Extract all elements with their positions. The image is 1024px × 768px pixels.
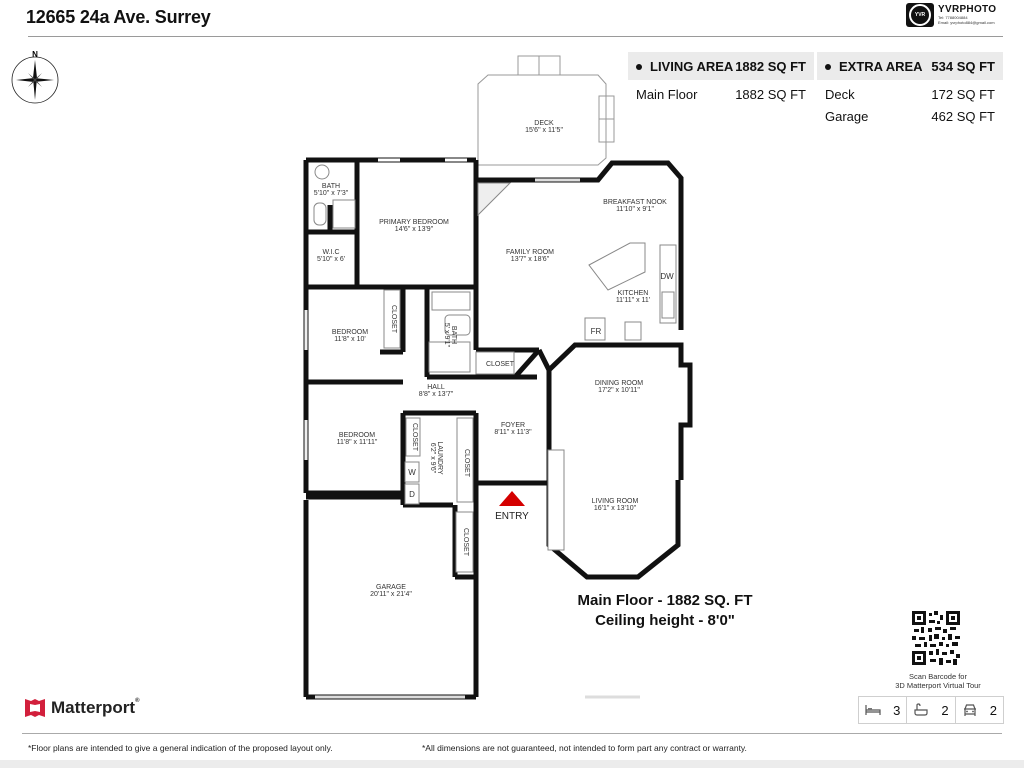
room-dims-dining-room: 17'2" x 10'11" [598, 387, 640, 394]
row-value: 462 SQ FT [931, 108, 995, 124]
extra-area-label: EXTRA AREA [839, 58, 923, 74]
bullet-icon [636, 64, 642, 71]
bullet-icon [825, 64, 831, 71]
matterport-logo-icon [25, 699, 45, 717]
room-dims-breakfast-nook: 11'10" x 9'1" [616, 206, 654, 213]
disclaimer-dimensions: *All dimensions are not guaranteed, not … [422, 743, 747, 753]
room-label-family-room: FAMILY ROOM [506, 249, 554, 256]
room-label-dining-room: DINING ROOM [595, 380, 643, 387]
room-dims-laundry: 6'2" x 9'6" [429, 443, 436, 474]
closet-label: CLOSET [462, 528, 469, 557]
row-name: Deck [825, 86, 855, 102]
parking-count: 2 [989, 702, 997, 718]
extra-area-row: Deck 172 SQ FT [817, 83, 1003, 105]
header-divider [28, 36, 1003, 37]
room-dims-bath-2: 5' x 9'1" [443, 323, 450, 348]
room-label-living-room: LIVING ROOM [592, 498, 639, 505]
extra-area-table: EXTRA AREA 534 SQ FT Deck 172 SQ FT Gara… [817, 52, 1003, 127]
living-area-row: Main Floor 1882 SQ FT [628, 83, 814, 105]
room-dims-hall: 8'8" x 13'7" [419, 391, 454, 398]
qr-code[interactable] [912, 611, 960, 665]
floor-caption-ceiling: Ceiling height - 8'0" [595, 612, 735, 629]
room-label-deck: DECK [534, 120, 554, 127]
closet-label: CLOSET [486, 361, 515, 368]
room-label-kitchen: KITCHEN [618, 290, 649, 297]
qr-caption-line1: Scan Barcode for [909, 672, 967, 681]
stat-bedrooms: 3 [859, 697, 908, 723]
closet-label: CLOSET [411, 423, 418, 452]
row-name: Garage [825, 108, 869, 124]
photographer-brand: YVR YVRPHOTO Tel: 7788004884 Email: yvrp… [906, 3, 996, 27]
room-label-primary-bedroom: PRIMARY BEDROOM [379, 219, 449, 226]
living-area-header: LIVING AREA 1882 SQ FT [628, 52, 814, 80]
room-dims-foyer: 8'11" x 11'3" [494, 429, 532, 436]
bed-icon [865, 705, 881, 715]
room-label-bedroom-2: BEDROOM [339, 432, 375, 439]
matterport-brand-name: Matterport® [51, 698, 140, 717]
row-value: 1882 SQ FT [735, 86, 806, 102]
room-label-laundry: LAUNDRY [436, 441, 443, 475]
room-dims-living-room: 16'1" x 13'10" [594, 505, 637, 512]
room-dims-bath: 5'10" x 7'3" [314, 190, 349, 197]
brand-tel: Tel: 7788004884 [938, 15, 968, 20]
living-area-total: 1882 SQ FT [735, 58, 806, 74]
brand-email: Email: yvrphoto884@gmail.com [938, 20, 995, 25]
living-area-table: LIVING AREA 1882 SQ FT Main Floor 1882 S… [628, 52, 814, 105]
entry-label: ENTRY [495, 511, 529, 522]
room-label-bath: BATH [322, 183, 340, 190]
floor-caption: Main Floor - 1882 SQ. FT Ceiling height … [560, 591, 770, 631]
room-label-bedroom: BEDROOM [332, 329, 368, 336]
room-label-foyer: FOYER [501, 422, 525, 429]
property-stats: 3 2 2 [858, 696, 1004, 724]
room-label-wic: W.I.C [322, 249, 339, 256]
dishwasher-label: DW [660, 272, 674, 281]
room-dims-deck: 15'6" x 11'5" [525, 127, 563, 134]
room-dims-bedroom-2: 11'8" x 11'11" [337, 439, 378, 446]
entry-arrow-icon [499, 491, 525, 506]
row-name: Main Floor [636, 86, 698, 102]
dryer-label: D [409, 490, 415, 499]
bathtub-icon [914, 703, 928, 716]
footer-divider [22, 733, 1002, 734]
car-icon [963, 704, 976, 716]
footer-band [0, 760, 1024, 768]
matterport-text: Matterport [51, 698, 136, 717]
bathroom-count: 2 [941, 702, 949, 718]
fridge-label: FR [591, 327, 602, 336]
room-dims-family-room: 13'7" x 18'6" [511, 256, 550, 263]
qr-caption: Scan Barcode for 3D Matterport Virtual T… [870, 672, 1006, 690]
property-address: 12665 24a Ave. Surrey [26, 7, 211, 27]
row-value: 172 SQ FT [931, 86, 995, 102]
room-dims-garage: 20'11" x 21'4" [370, 591, 412, 598]
room-dims-wic: 5'10" x 6' [317, 256, 345, 263]
qr-caption-line2: 3D Matterport Virtual Tour [895, 681, 981, 690]
room-dims-primary-bedroom: 14'6" x 13'9" [395, 226, 434, 233]
bedroom-count: 3 [893, 702, 901, 718]
extra-area-total: 534 SQ FT [931, 58, 995, 74]
closet-label: CLOSET [463, 449, 470, 478]
room-dims-kitchen: 11'11" x 11' [616, 297, 650, 304]
stat-bathrooms: 2 [907, 697, 956, 723]
washer-label: W [408, 468, 416, 477]
extra-area-row: Garage 462 SQ FT [817, 105, 1003, 127]
living-area-label: LIVING AREA [650, 58, 734, 74]
compass-north-label: N [32, 50, 38, 59]
closet-label: CLOSET [390, 305, 397, 334]
room-label-hall: HALL [427, 384, 445, 391]
brand-name: YVRPHOTO [938, 4, 997, 15]
extra-area-header: EXTRA AREA 534 SQ FT [817, 52, 1003, 80]
room-dims-bedroom: 11'8" x 10' [334, 336, 366, 343]
logo-badge: YVR [909, 4, 931, 26]
room-label-breakfast-nook: BREAKFAST NOOK [603, 199, 667, 206]
disclaimer-layout: *Floor plans are intended to give a gene… [28, 743, 333, 753]
compass-icon: N [11, 50, 59, 104]
floor-caption-area: Main Floor - 1882 SQ. FT [577, 592, 753, 609]
camera-logo-icon: YVR [906, 3, 934, 27]
room-label-bath-2: BATH [450, 326, 457, 344]
stat-parking: 2 [956, 697, 1003, 723]
matterport-logo: Matterport® [25, 698, 139, 718]
room-label-garage: GARAGE [376, 584, 406, 591]
